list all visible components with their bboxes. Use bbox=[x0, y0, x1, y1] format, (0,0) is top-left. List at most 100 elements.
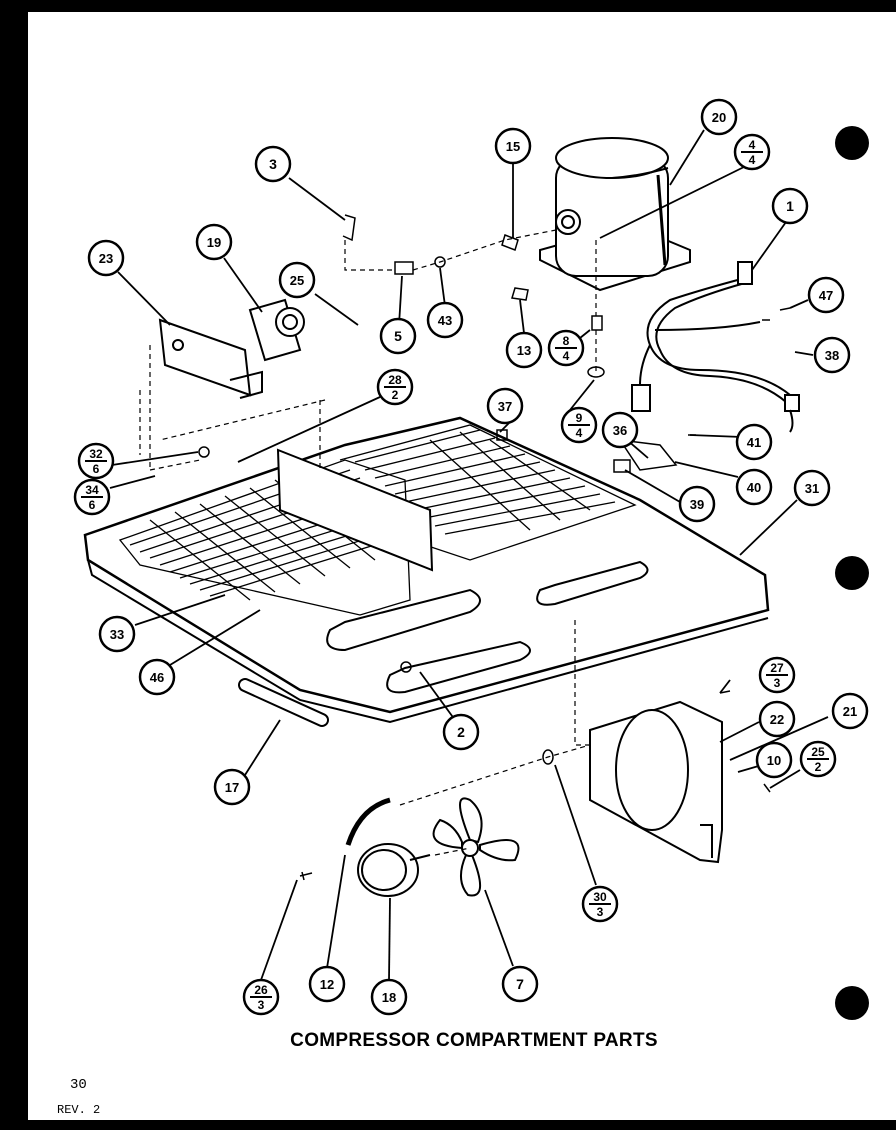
callout-21: 21 bbox=[831, 692, 869, 730]
callout-32: 326 bbox=[77, 442, 115, 480]
callout-40: 40 bbox=[735, 468, 773, 506]
callout-quantity: 6 bbox=[93, 462, 100, 476]
callout-circle bbox=[87, 239, 125, 277]
callout-number: 12 bbox=[320, 977, 334, 992]
callout-number: 15 bbox=[506, 139, 520, 154]
callout-circle bbox=[505, 331, 543, 369]
control-bracket bbox=[158, 318, 263, 399]
binder-hole-middle bbox=[835, 556, 869, 590]
callout-22: 22 bbox=[758, 700, 796, 738]
callout-25b: 252 bbox=[799, 740, 837, 778]
callout-2: 2 bbox=[442, 713, 480, 751]
callout-46: 46 bbox=[138, 658, 176, 696]
callout-circle bbox=[379, 317, 417, 355]
callout-circle bbox=[793, 469, 831, 507]
callout-43: 43 bbox=[426, 301, 464, 339]
callout-number: 36 bbox=[613, 423, 627, 438]
callout-number: 23 bbox=[99, 251, 113, 266]
callout-circle bbox=[254, 145, 292, 183]
callout-12: 12 bbox=[308, 965, 346, 1003]
callout-quantity: 3 bbox=[597, 905, 604, 919]
callout-circle bbox=[213, 768, 251, 806]
callout-circle bbox=[735, 423, 773, 461]
callout-number: 40 bbox=[747, 480, 761, 495]
callout-number: 46 bbox=[150, 670, 164, 685]
callout-part-number: 8 bbox=[563, 334, 570, 348]
callout-part-number: 34 bbox=[85, 483, 99, 497]
callout-circle bbox=[771, 187, 809, 225]
callout-circle bbox=[370, 978, 408, 1016]
hardware bbox=[198, 214, 791, 881]
callout-circle bbox=[138, 658, 176, 696]
callout-circle bbox=[98, 615, 136, 653]
callout-part-number: 30 bbox=[593, 890, 607, 904]
callout-19: 19 bbox=[195, 223, 233, 261]
callout-36: 36 bbox=[601, 411, 639, 449]
callout-9: 94 bbox=[560, 406, 598, 444]
callout-quantity: 6 bbox=[89, 498, 96, 512]
callouts: 1234457849410121315171819202122232525226… bbox=[73, 98, 869, 1016]
callout-30: 303 bbox=[581, 885, 619, 923]
callout-4: 44 bbox=[733, 133, 771, 171]
callout-part-number: 25 bbox=[811, 745, 825, 759]
paper-sheet bbox=[28, 12, 896, 1120]
callout-15: 15 bbox=[494, 127, 532, 165]
callout-quantity: 4 bbox=[563, 349, 570, 363]
callout-part-number: 9 bbox=[576, 411, 583, 425]
callout-8: 84 bbox=[547, 329, 585, 367]
callout-circle bbox=[494, 127, 532, 165]
binder-holes bbox=[835, 126, 869, 1020]
callout-part-number: 27 bbox=[770, 661, 784, 675]
callout-circle bbox=[601, 411, 639, 449]
callout-circle bbox=[813, 336, 851, 374]
callout-41: 41 bbox=[735, 423, 773, 461]
callout-number: 22 bbox=[770, 712, 784, 727]
callout-number: 10 bbox=[767, 753, 781, 768]
fan-shroud bbox=[589, 700, 723, 864]
callout-number: 21 bbox=[843, 704, 857, 719]
callout-7: 7 bbox=[501, 965, 539, 1003]
callout-quantity: 4 bbox=[576, 426, 583, 440]
callout-quantity: 3 bbox=[258, 998, 265, 1012]
callout-quantity: 3 bbox=[774, 676, 781, 690]
callout-circle bbox=[807, 276, 845, 314]
callout-circle bbox=[308, 965, 346, 1003]
callout-circle bbox=[758, 700, 796, 738]
callout-quantity: 2 bbox=[392, 388, 399, 402]
callout-circle bbox=[831, 692, 869, 730]
callout-number: 39 bbox=[690, 497, 704, 512]
compressor bbox=[539, 137, 691, 292]
callout-circle bbox=[735, 468, 773, 506]
callout-circle bbox=[195, 223, 233, 261]
callout-number: 17 bbox=[225, 780, 239, 795]
callout-17: 17 bbox=[213, 768, 251, 806]
tube bbox=[238, 678, 329, 727]
callout-13: 13 bbox=[505, 331, 543, 369]
callout-number: 1 bbox=[786, 198, 794, 214]
callout-25: 25 bbox=[278, 261, 316, 299]
relay-overload bbox=[248, 298, 305, 362]
callout-38: 38 bbox=[813, 336, 851, 374]
callout-3: 3 bbox=[254, 145, 292, 183]
illustration bbox=[83, 137, 800, 897]
callout-number: 13 bbox=[517, 343, 531, 358]
callout-circle bbox=[678, 485, 716, 523]
binder-hole-top bbox=[835, 126, 869, 160]
wiring-harness bbox=[631, 261, 800, 433]
callout-number: 43 bbox=[438, 313, 452, 328]
callout-circle bbox=[442, 713, 480, 751]
callout-20: 20 bbox=[700, 98, 738, 136]
callout-number: 19 bbox=[207, 235, 221, 250]
callout-number: 41 bbox=[747, 435, 761, 450]
callout-34: 346 bbox=[73, 478, 111, 516]
callout-number: 18 bbox=[382, 990, 396, 1005]
callout-number: 5 bbox=[394, 328, 402, 344]
callout-37: 37 bbox=[486, 387, 524, 425]
callout-circle bbox=[700, 98, 738, 136]
callout-47: 47 bbox=[807, 276, 845, 314]
binder-hole-bottom bbox=[835, 986, 869, 1020]
callout-part-number: 4 bbox=[749, 138, 756, 152]
callout-part-number: 26 bbox=[254, 983, 268, 997]
callout-quantity: 2 bbox=[815, 760, 822, 774]
